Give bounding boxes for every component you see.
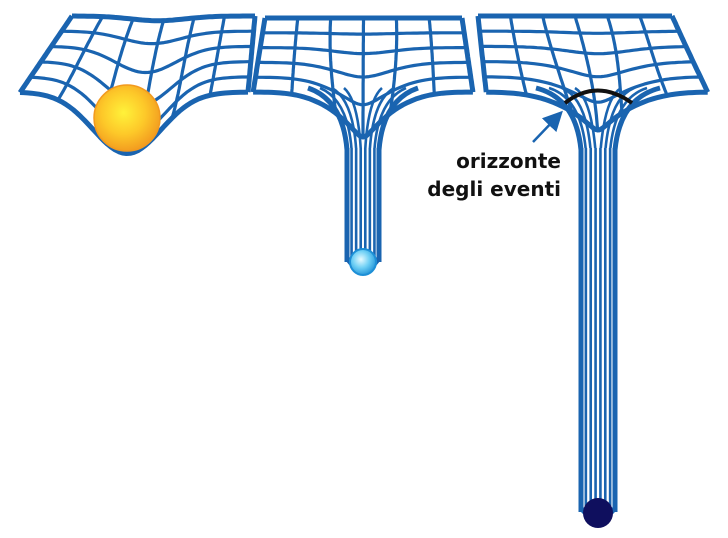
funnel-flare xyxy=(307,85,419,151)
funnel-flare xyxy=(535,85,661,151)
event-horizon-arc xyxy=(563,88,634,105)
event-horizon-label-line1: orizzonte xyxy=(456,149,561,173)
funnel-tube xyxy=(578,148,618,512)
event-horizon-label-line2: degli eventi xyxy=(427,177,561,201)
black-hole-icon xyxy=(583,498,613,528)
grid-lines xyxy=(17,13,258,156)
panel-neutron-star xyxy=(250,15,476,276)
grid-lines xyxy=(475,13,710,133)
panel-star xyxy=(17,13,258,156)
grid-lines xyxy=(250,15,476,140)
panel-black-hole xyxy=(475,13,710,528)
star-icon xyxy=(93,84,161,152)
event-horizon-arrow xyxy=(532,110,563,143)
neutron-star-icon xyxy=(349,248,377,276)
funnel-tube xyxy=(344,148,382,262)
